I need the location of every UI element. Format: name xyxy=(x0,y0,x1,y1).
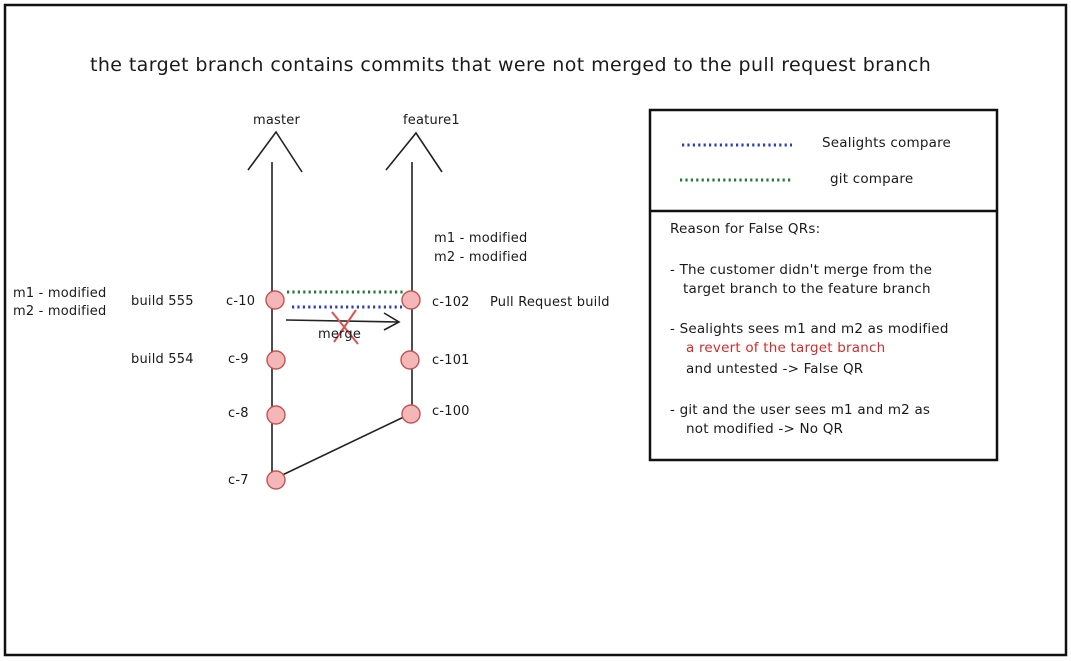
feature-branch-label: feature1 xyxy=(403,113,460,128)
master-branch-label: master xyxy=(253,113,301,128)
legend-box xyxy=(648,108,999,462)
commit-label-c102: c-102 xyxy=(432,295,470,310)
reason-2-line-2: a revert of the target branch xyxy=(686,340,886,356)
reason-1-line-1: - The customer didn't merge from the xyxy=(670,262,933,278)
commit-node-c102 xyxy=(401,290,421,310)
pull-request-build-label: Pull Request build xyxy=(490,295,610,310)
merge-cross-b xyxy=(333,309,357,343)
commit-node-c100 xyxy=(401,404,421,424)
diagram-title: the target branch contains commits that … xyxy=(90,54,932,76)
merge-arrowhead xyxy=(383,312,401,331)
feature-arrowhead xyxy=(385,131,443,173)
build-label-555: build 555 xyxy=(131,294,194,309)
commit-label-c101: c-101 xyxy=(432,353,470,368)
build-label-554: build 554 xyxy=(131,352,194,367)
commit-node-c101 xyxy=(400,350,420,370)
commit-label-c100: c-100 xyxy=(432,404,470,419)
commit-node-c8 xyxy=(266,405,286,425)
merge-cross-a xyxy=(331,311,359,345)
legend-sealights-label: Sealights compare xyxy=(822,135,952,151)
legend-git-label: git compare xyxy=(830,171,914,187)
commit-label-c10: c-10 xyxy=(226,294,256,309)
commit-node-c7 xyxy=(266,470,286,490)
merge-arrow-line xyxy=(285,319,399,323)
feature-modified-2: m2 - modified xyxy=(434,250,528,265)
branch-connector xyxy=(273,413,411,480)
outer-border xyxy=(3,3,1068,657)
master-arrowhead xyxy=(247,130,303,173)
reason-2-line-3: and untested -> False QR xyxy=(686,361,864,377)
commit-label-c9: c-9 xyxy=(228,352,249,367)
merge-label: merge xyxy=(318,327,362,342)
reason-1-line-2: target branch to the feature branch xyxy=(683,281,931,297)
commit-node-c9 xyxy=(266,350,286,370)
master-modified-1: m1 - modified xyxy=(13,286,107,301)
reason-2-line-1: - Sealights sees m1 and m2 as modified xyxy=(670,321,949,337)
commit-node-c10 xyxy=(265,290,285,310)
reasons-heading: Reason for False QRs: xyxy=(670,221,821,237)
master-modified-2: m2 - modified xyxy=(13,304,107,319)
reason-3-line-1: - git and the user sees m1 and m2 as xyxy=(670,402,931,418)
feature-modified-1: m1 - modified xyxy=(434,231,528,246)
commit-label-c8: c-8 xyxy=(228,406,249,421)
commit-label-c7: c-7 xyxy=(228,473,249,488)
reason-3-line-2: not modified -> No QR xyxy=(686,421,844,437)
